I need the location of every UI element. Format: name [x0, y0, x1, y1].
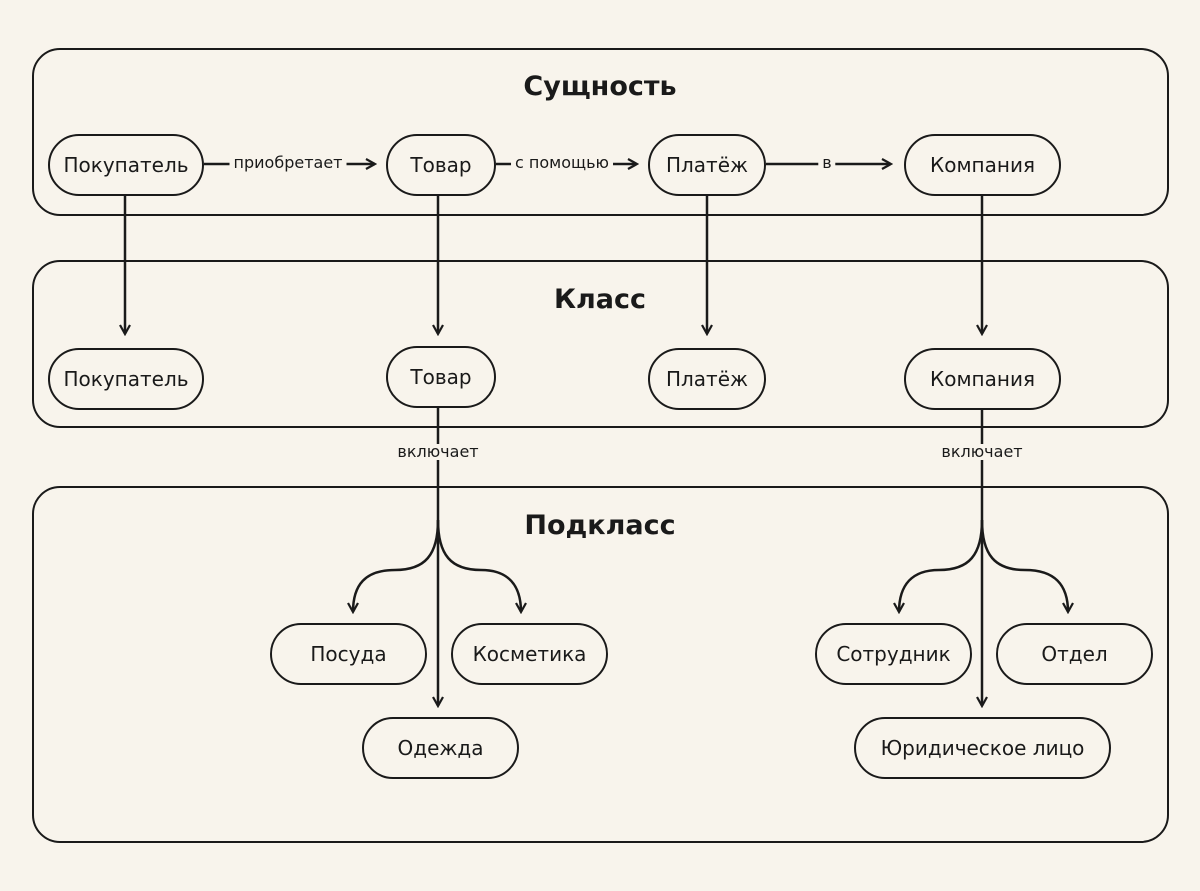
group-entity — [32, 48, 1169, 216]
subclass-node-legal-entity: Юридическое лицо — [854, 717, 1111, 779]
entity-node-product: Товар — [386, 134, 496, 196]
edge-label-product-includes: включает — [393, 444, 483, 460]
class-node-company: Компания — [904, 348, 1061, 410]
edge-company-to-department — [980, 519, 1068, 612]
entity-node-payment: Платёж — [648, 134, 766, 196]
subclass-node-employee: Сотрудник — [815, 623, 972, 685]
entity-node-buyer: Покупатель — [48, 134, 204, 196]
edge-label-company-includes: включает — [937, 444, 1027, 460]
group-subclass — [32, 486, 1169, 843]
subclass-node-dishes: Посуда — [270, 623, 427, 685]
entity-node-company: Компания — [904, 134, 1061, 196]
edge-label-acquires: приобретает — [229, 155, 347, 171]
subclass-node-department: Отдел — [996, 623, 1153, 685]
group-class-title: Класс — [553, 284, 647, 315]
group-entity-title: Сущность — [523, 71, 677, 102]
class-node-payment: Платёж — [648, 348, 766, 410]
class-node-product: Товар — [386, 346, 496, 408]
group-subclass-title: Подкласс — [524, 510, 676, 541]
edge-label-with-help-of: с помощью — [511, 155, 613, 171]
edge-company-to-employee — [899, 519, 984, 612]
edge-product-to-dishes — [353, 519, 440, 612]
edge-label-in: в — [818, 155, 836, 171]
subclass-node-cosmetics: Косметика — [451, 623, 608, 685]
group-class — [32, 260, 1169, 428]
edge-product-to-cosmetics — [436, 519, 521, 612]
class-node-buyer: Покупатель — [48, 348, 204, 410]
subclass-node-clothing: Одежда — [362, 717, 519, 779]
